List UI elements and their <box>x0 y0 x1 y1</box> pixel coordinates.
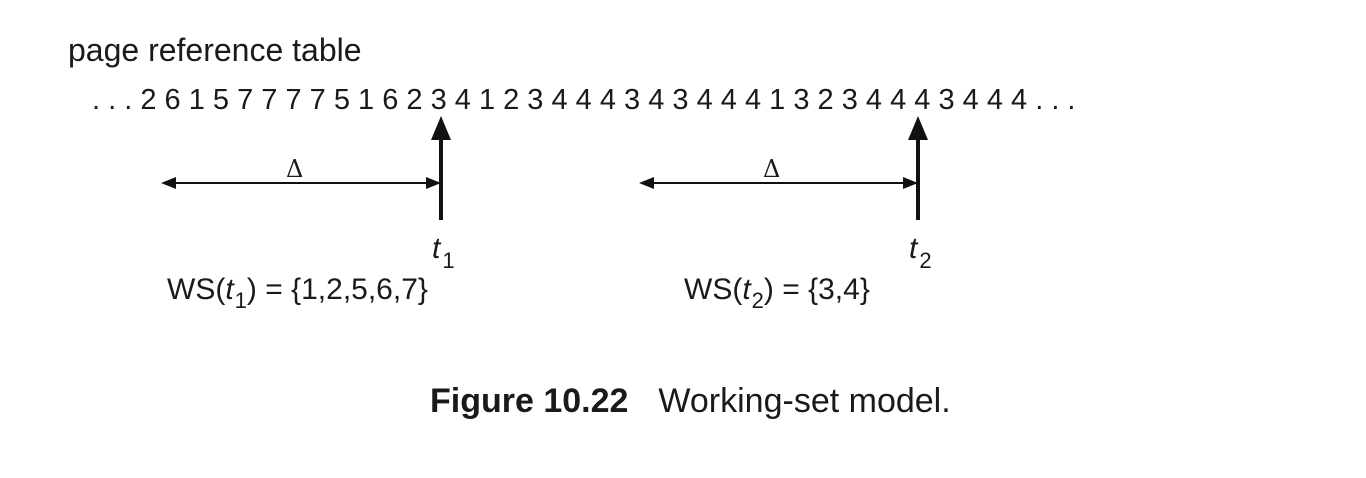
t1-subscript: 1 <box>442 248 455 273</box>
working-set-t1: WS(t1) = {1,2,5,6,7} <box>167 272 428 313</box>
ws1-prefix: WS( <box>167 273 226 306</box>
t1-up-arrowhead <box>431 116 451 140</box>
working-set-t2: WS(t2) = {3,4} <box>684 272 870 313</box>
figure-caption: Figure 10.22 Working-set model. <box>430 380 951 422</box>
delta2-left-arrowhead <box>639 177 654 189</box>
ws1-subscript: 1 <box>234 288 247 313</box>
ws1-set: ) = {1,2,5,6,7} <box>246 273 428 306</box>
t2-up-arrowhead <box>908 116 928 140</box>
window-2-arrows <box>639 116 928 220</box>
delta-label-1: Δ <box>286 155 304 183</box>
figure-number: Figure 10.22 <box>430 382 629 420</box>
t1-letter: t <box>432 232 441 265</box>
figure-title: Working-set model. <box>658 382 951 420</box>
delta1-right-arrowhead <box>426 177 441 189</box>
t2-subscript: 2 <box>919 248 932 273</box>
page-reference-table-heading: page reference table <box>68 32 362 68</box>
delta1-left-arrowhead <box>161 177 176 189</box>
ws2-subscript: 2 <box>751 288 764 313</box>
window-1-arrows <box>161 116 451 220</box>
ws2-t: t <box>742 273 751 306</box>
delta2-right-arrowhead <box>903 177 918 189</box>
ws1-t: t <box>225 273 234 306</box>
t2-letter: t <box>909 232 918 265</box>
t1-label: t1 <box>432 232 455 273</box>
t2-label: t2 <box>909 232 932 273</box>
delta-label-2: Δ <box>763 155 781 183</box>
ws2-prefix: WS( <box>684 273 743 306</box>
page-reference-sequence: . . . 2 6 1 5 7 7 7 7 5 1 6 2 3 4 1 2 3 … <box>92 84 1076 116</box>
ws2-set: ) = {3,4} <box>763 273 870 306</box>
